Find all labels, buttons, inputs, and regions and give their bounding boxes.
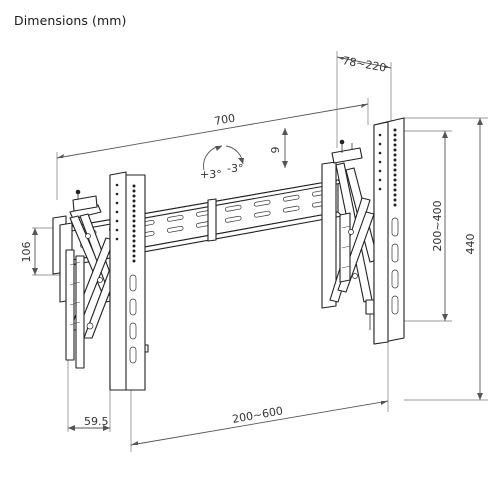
mounting-hole <box>132 244 136 248</box>
mounting-hole <box>393 163 397 167</box>
rail-slot <box>282 194 300 202</box>
left-screen-plate <box>109 171 146 391</box>
mounting-hole <box>378 133 382 137</box>
mounting-hole <box>132 184 136 188</box>
mounting-hole <box>132 229 136 233</box>
rail-slot <box>282 205 300 213</box>
mounting-hole <box>393 188 397 192</box>
dim-59-5: 59.5 <box>67 360 111 432</box>
mounting-slot <box>129 322 137 340</box>
mounting-slot <box>391 243 399 263</box>
mounting-hole <box>132 189 136 193</box>
mounting-hole <box>132 194 136 198</box>
mounting-hole <box>393 148 397 152</box>
right-screen-plate <box>373 117 405 345</box>
mounting-hole <box>132 254 136 258</box>
right-scissor-arm <box>329 139 379 330</box>
dim-9-label: 9 <box>269 147 282 154</box>
dim-200-600: 200~600 <box>130 330 389 452</box>
rail-slot <box>224 215 242 223</box>
mounting-hole <box>393 138 397 142</box>
mounting-hole <box>393 133 397 137</box>
mounting-hole <box>115 237 119 241</box>
mounting-hole <box>378 178 382 182</box>
mounting-hole <box>115 201 119 205</box>
mounting-hole <box>393 128 397 132</box>
mounting-hole <box>132 214 136 218</box>
mounting-hole <box>132 259 136 263</box>
mounting-hole <box>132 239 136 243</box>
mounting-hole <box>378 142 382 146</box>
dim-106-label: 106 <box>20 242 33 263</box>
mounting-hole <box>115 210 119 214</box>
rail-slot <box>166 214 184 222</box>
dim-200-400-label: 200~400 <box>431 200 444 251</box>
dim-200-400: 200~400 <box>404 130 452 322</box>
rail-slot <box>166 225 184 233</box>
mounting-slot <box>129 274 137 292</box>
mounting-hole <box>378 187 382 191</box>
mounting-slot <box>129 346 137 364</box>
mounting-hole <box>132 224 136 228</box>
mounting-hole <box>393 198 397 202</box>
mounting-hole <box>378 151 382 155</box>
mounting-slot <box>391 217 399 237</box>
mounting-slot <box>391 269 399 289</box>
mounting-hole <box>393 153 397 157</box>
mounting-hole <box>378 160 382 164</box>
dim-440-label: 440 <box>464 234 477 255</box>
center-strap <box>207 198 217 242</box>
mounting-hole <box>132 204 136 208</box>
dim-78-220-label: 78~220 <box>341 54 387 74</box>
mounting-hole <box>393 168 397 172</box>
dim-200-600-label: 200~600 <box>231 404 284 426</box>
rail-slot <box>224 204 242 212</box>
page-title: Dimensions (mm) <box>14 13 127 28</box>
dim-9: 9 <box>269 128 288 168</box>
tilt-minus-label: -3° <box>227 162 243 175</box>
right-wall-plate <box>321 161 337 309</box>
mounting-hole <box>132 209 136 213</box>
rail-slot <box>253 199 271 207</box>
mounting-hole <box>393 143 397 147</box>
mounting-hole <box>393 183 397 187</box>
mounting-slot <box>129 298 137 316</box>
dim-440: 440 <box>404 117 488 401</box>
dim-700-label: 700 <box>213 112 236 128</box>
mounting-hole <box>132 219 136 223</box>
mounting-hole <box>393 158 397 162</box>
mounting-hole <box>393 178 397 182</box>
mounting-hole <box>115 219 119 223</box>
mounting-hole <box>132 234 136 238</box>
tilt-indicator: +3° -3° <box>200 145 244 181</box>
mounting-hole <box>115 192 119 196</box>
mounting-hole <box>132 199 136 203</box>
rail-slot <box>253 210 271 218</box>
mounting-hole <box>393 173 397 177</box>
mounting-hole <box>393 203 397 207</box>
mounting-hole <box>378 169 382 173</box>
mounting-hole <box>132 249 136 253</box>
mounting-hole <box>393 193 397 197</box>
mounting-slot <box>391 295 399 315</box>
mounting-hole <box>115 228 119 232</box>
dim-59-5-label: 59.5 <box>84 415 109 428</box>
mounting-hole <box>115 183 119 187</box>
dim-700: 700 <box>56 98 369 200</box>
tilt-plus-label: +3° <box>200 168 222 181</box>
